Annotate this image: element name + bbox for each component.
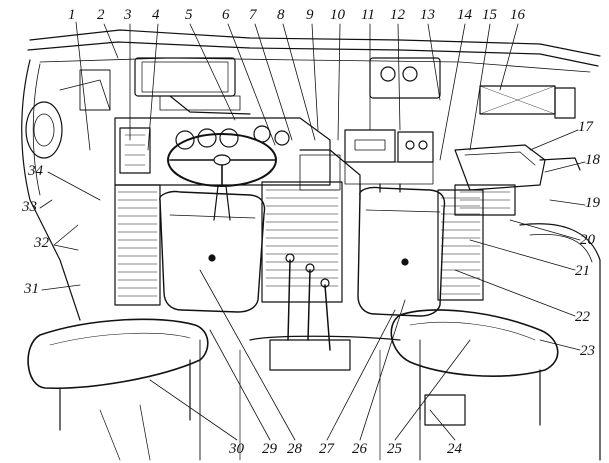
leader-19 xyxy=(549,199,586,206)
left-door xyxy=(21,59,111,321)
callout-27: 27 xyxy=(319,441,334,457)
windshield-right xyxy=(369,57,576,119)
instrument-panel xyxy=(114,117,331,186)
callout-11: 11 xyxy=(361,7,375,23)
callout-21: 21 xyxy=(575,263,590,279)
leader-14 xyxy=(439,23,466,161)
callout-7: 7 xyxy=(249,7,257,23)
leader-lines xyxy=(39,21,586,441)
callout-29: 29 xyxy=(262,441,277,457)
callout-1: 1 xyxy=(68,7,76,23)
right-seat-cushion xyxy=(390,309,559,426)
callout-12: 12 xyxy=(390,7,405,23)
leader-17 xyxy=(529,129,579,151)
leader-34 xyxy=(47,171,101,201)
callout-13: 13 xyxy=(420,7,435,23)
roof-panel xyxy=(27,29,601,73)
leader-4 xyxy=(147,23,159,151)
leader-32 xyxy=(53,224,79,251)
left-seat-cushion xyxy=(27,318,209,431)
right-radiator xyxy=(437,189,484,301)
leader-10 xyxy=(337,23,341,141)
callout-14: 14 xyxy=(457,7,472,23)
callout-8: 8 xyxy=(277,7,285,23)
leader-21 xyxy=(469,239,576,271)
leader-5 xyxy=(189,23,236,121)
callout-24: 24 xyxy=(447,441,462,457)
leader-24 xyxy=(429,409,456,441)
leader-29 xyxy=(209,329,271,441)
left-radiator xyxy=(114,184,161,306)
right-door xyxy=(519,223,601,461)
leader-33 xyxy=(39,199,53,209)
callout-9: 9 xyxy=(306,7,314,23)
left-seat-back xyxy=(159,190,266,313)
steering-wheel xyxy=(167,133,277,221)
leader-16 xyxy=(499,23,519,91)
callout-17: 17 xyxy=(578,119,593,135)
leader-9 xyxy=(311,23,319,131)
leader-28 xyxy=(199,269,296,441)
radio-equipment xyxy=(344,129,434,193)
windshield-left xyxy=(134,57,251,115)
callout-20: 20 xyxy=(580,232,595,248)
callout-4: 4 xyxy=(152,7,160,23)
leader-27 xyxy=(326,309,396,441)
callout-26: 26 xyxy=(352,441,367,457)
callout-34: 34 xyxy=(28,163,43,179)
gear-levers xyxy=(269,253,351,371)
leader-12 xyxy=(397,23,401,131)
leader-7 xyxy=(254,23,293,141)
callout-16: 16 xyxy=(510,7,525,23)
leader-25 xyxy=(394,339,471,441)
callout-2: 2 xyxy=(97,7,105,23)
leader-8 xyxy=(282,23,316,141)
right-equipment-box xyxy=(454,144,581,216)
callout-3: 3 xyxy=(124,7,132,23)
leader-31 xyxy=(41,284,81,291)
callout-5: 5 xyxy=(185,7,193,23)
callout-25: 25 xyxy=(387,441,402,457)
leader-30 xyxy=(149,379,238,441)
leader-1 xyxy=(75,21,91,151)
callout-31: 31 xyxy=(24,281,39,297)
leader-22 xyxy=(454,269,576,317)
floor-frame xyxy=(99,335,466,461)
leader-20 xyxy=(509,219,581,241)
callout-15: 15 xyxy=(482,7,497,23)
callout-33: 33 xyxy=(22,199,37,215)
leader-6 xyxy=(227,23,276,146)
leader-13 xyxy=(427,23,441,101)
callout-32: 32 xyxy=(34,235,49,251)
callout-22: 22 xyxy=(575,309,590,325)
callout-30: 30 xyxy=(229,441,244,457)
right-seat-back xyxy=(357,186,446,317)
leader-18 xyxy=(544,161,586,173)
leader-15 xyxy=(469,23,491,151)
leader-26 xyxy=(359,299,406,441)
callout-6: 6 xyxy=(222,7,230,23)
callout-23: 23 xyxy=(580,343,595,359)
leader-2 xyxy=(103,23,119,59)
callout-10: 10 xyxy=(330,7,345,23)
leader-23 xyxy=(539,339,581,351)
callout-19: 19 xyxy=(585,195,600,211)
callout-28: 28 xyxy=(287,441,302,457)
callout-18: 18 xyxy=(585,152,600,168)
